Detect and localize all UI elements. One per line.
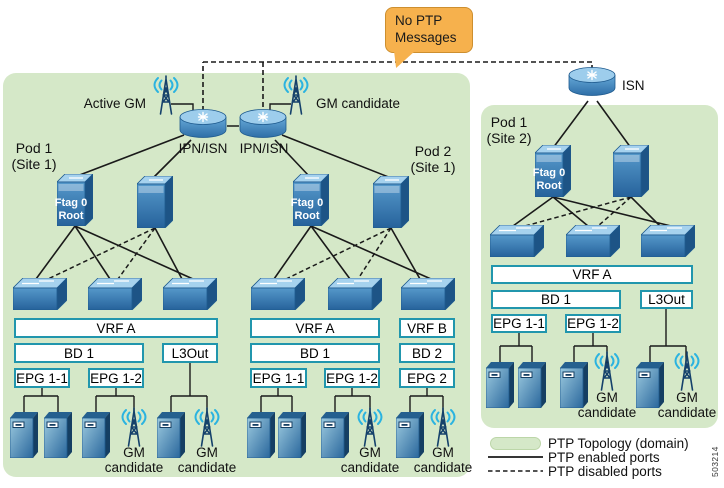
isn-label: ISN (622, 78, 645, 93)
server-icon (10, 412, 38, 458)
l3out-box: L3Out (640, 290, 693, 309)
ipn-isn-router-left-icon (179, 109, 227, 139)
gm-candidate-label: GM candidate (657, 390, 717, 420)
gm-candidate-antenna-icon (283, 75, 309, 115)
legend-domain-swatch (490, 437, 541, 450)
server-icon (278, 412, 306, 458)
leaf-switch-icon (490, 225, 544, 257)
figure-number: 503214 (710, 446, 720, 477)
no-ptp-callout: No PTP Messages (385, 7, 473, 53)
leaf-switch-icon (328, 278, 382, 310)
gm-candidate-antenna-icon (674, 351, 700, 391)
leaf-switch-icon (88, 278, 142, 310)
epg-box: EPG 1-2 (565, 314, 621, 333)
legend-disabled-label: PTP disabled ports (548, 464, 662, 479)
server-icon (44, 412, 72, 458)
gm-candidate-antenna-icon (194, 407, 220, 447)
leaf-switch-icon (566, 225, 620, 257)
bd-box: BD 1 (14, 343, 144, 363)
epg-box: EPG 1-1 (14, 368, 70, 388)
vrf-box: VRF B (399, 318, 455, 338)
gm-candidate-label: GM candidate (577, 390, 637, 420)
epg-box: EPG 1-1 (250, 368, 307, 388)
ftag-root-label: Ftag 0 Root (290, 197, 324, 222)
gm-candidate-top-label: GM candidate (316, 96, 401, 111)
ftag-root-label: Ftag 0 Root (54, 197, 88, 222)
ipn-isn-router-right-icon (239, 109, 287, 139)
server-icon (518, 362, 546, 408)
leaf-switch-icon (13, 278, 67, 310)
leaf-switch-icon (251, 278, 305, 310)
vrf-box: VRF A (250, 318, 380, 338)
bd-box: BD 1 (250, 343, 380, 363)
vrf-box: VRF A (14, 318, 218, 338)
leaf-switch-icon (163, 278, 217, 310)
leaf-switch-icon (641, 225, 695, 257)
gm-candidate-label: GM candidate (177, 445, 237, 475)
gm-antenna-connectors (171, 103, 291, 112)
bd-box: BD 1 (491, 290, 621, 309)
gm-candidate-label: GM candidate (413, 445, 473, 475)
ipn-isn-right-label: IPN/ISN (239, 141, 289, 156)
bd-box: BD 2 (399, 343, 455, 363)
spine-pod2-icon (373, 176, 409, 228)
epg-box: EPG 1-2 (324, 368, 380, 388)
epg-box: EPG 1-1 (491, 314, 547, 333)
ftag-root-label: Ftag 0 Root (532, 167, 566, 192)
ptp-enabled-links (35, 100, 672, 280)
gm-candidate-antenna-icon (121, 407, 147, 447)
legend-topology-label: PTP Topology (domain) (548, 436, 689, 451)
ptp-domain-site1 (3, 73, 470, 477)
gm-candidate-antenna-icon (430, 407, 456, 447)
leaf-switch-icon (401, 278, 455, 310)
spine-site2-icon (613, 145, 649, 197)
active-gm-label: Active GM (83, 96, 146, 111)
active-gm-antenna-icon (153, 75, 179, 115)
ipn-isn-left-label: IPN/ISN (178, 141, 228, 156)
isn-router-icon (568, 67, 616, 97)
gm-candidate-antenna-icon (594, 351, 620, 391)
spine-pod1-icon (137, 176, 173, 228)
gm-candidate-label: GM candidate (104, 445, 164, 475)
epg-box: EPG 2 (399, 368, 455, 388)
gm-candidate-antenna-icon (357, 407, 383, 447)
server-icon (486, 362, 514, 408)
ptp-disabled-links (47, 196, 632, 280)
pod-title-pod1-site2: Pod 1 (Site 2) (486, 114, 532, 147)
legend-enabled-label: PTP enabled ports (548, 450, 660, 465)
pod-title-pod1-site1: Pod 1 (Site 1) (11, 140, 57, 173)
pod-title-pod2-site1: Pod 2 (Site 1) (410, 143, 456, 176)
epg-box: EPG 1-2 (88, 368, 144, 388)
vrf-box: VRF A (491, 265, 693, 284)
l3out-box: L3Out (162, 343, 218, 363)
gm-candidate-label: GM candidate (340, 445, 400, 475)
server-icon (247, 412, 275, 458)
endpoint-connectors (23, 309, 687, 414)
